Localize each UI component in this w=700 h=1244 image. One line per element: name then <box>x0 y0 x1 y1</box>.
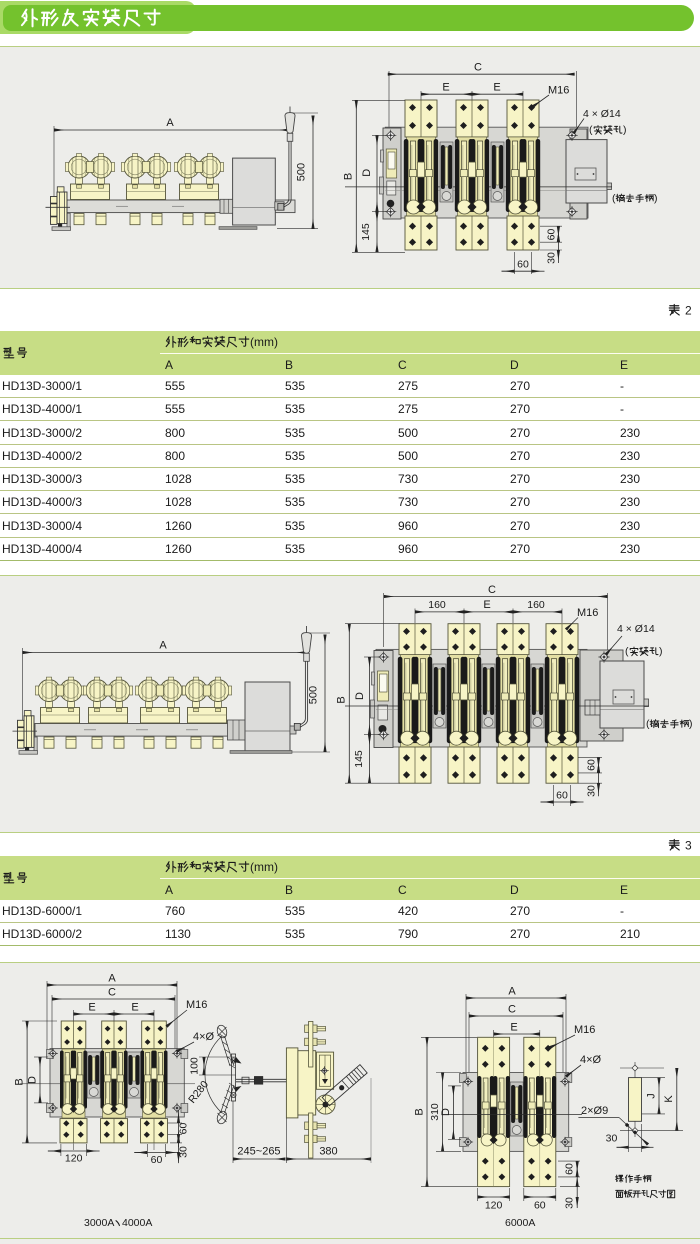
svg-text:(mm): (mm) <box>250 335 278 349</box>
svg-text:30: 30 <box>546 252 558 264</box>
svg-text:60: 60 <box>586 759 598 771</box>
svg-text:(: ( <box>589 124 593 136</box>
svg-text:30: 30 <box>178 1146 190 1158</box>
svg-text:C: C <box>508 1004 516 1016</box>
svg-text:D: D <box>361 169 373 177</box>
svg-text:(: ( <box>612 193 616 205</box>
svg-text:M16: M16 <box>577 607 598 619</box>
svg-text:145: 145 <box>353 750 365 768</box>
svg-text:A: A <box>108 973 116 985</box>
svg-text:E: E <box>510 1022 517 1034</box>
svg-text:(: ( <box>646 718 650 730</box>
svg-text:J: J <box>646 1093 658 1099</box>
svg-text:4×Ø: 4×Ø <box>580 1054 602 1066</box>
svg-text:120: 120 <box>65 1153 83 1165</box>
svg-text:C: C <box>474 62 482 74</box>
svg-text:145: 145 <box>360 223 372 241</box>
svg-text:60: 60 <box>517 259 529 271</box>
svg-text:M16: M16 <box>548 85 569 97</box>
svg-text:B: B <box>336 696 348 703</box>
svg-text:): ) <box>659 646 663 658</box>
svg-text:245~265: 245~265 <box>237 1146 280 1158</box>
svg-text:D: D <box>440 1108 452 1116</box>
svg-text:C: C <box>488 584 496 596</box>
svg-text:E: E <box>442 82 449 94</box>
svg-text:2×Ø9: 2×Ø9 <box>581 1105 608 1117</box>
svg-text:60: 60 <box>178 1123 190 1135</box>
svg-text:3: 3 <box>685 839 692 853</box>
svg-text:4 × Ø14: 4 × Ø14 <box>617 623 655 635</box>
svg-text:500: 500 <box>296 163 308 181</box>
svg-text:A: A <box>166 117 174 129</box>
svg-text:B: B <box>343 173 355 180</box>
svg-text:3000A: 3000A <box>84 1217 114 1229</box>
svg-text:M16: M16 <box>186 999 207 1011</box>
svg-text:310: 310 <box>429 1103 441 1121</box>
svg-text:(mm): (mm) <box>250 860 278 874</box>
svg-text:160: 160 <box>428 599 446 611</box>
svg-text:): ) <box>654 193 658 205</box>
svg-text:D: D <box>26 1076 38 1084</box>
svg-text:60: 60 <box>546 229 558 241</box>
svg-text:60: 60 <box>151 1154 163 1166</box>
svg-text:30: 30 <box>564 1197 576 1209</box>
svg-text:500: 500 <box>308 686 320 704</box>
svg-text:R280: R280 <box>186 1078 211 1105</box>
svg-text:A: A <box>508 986 516 998</box>
svg-text:30: 30 <box>606 1133 618 1145</box>
svg-text:60: 60 <box>534 1200 546 1212</box>
svg-text:E: E <box>88 1002 95 1014</box>
svg-text:4×Ø: 4×Ø <box>193 1031 215 1043</box>
svg-text:4000A: 4000A <box>122 1217 152 1229</box>
svg-text:30: 30 <box>586 785 598 797</box>
svg-text:100: 100 <box>189 1057 201 1075</box>
svg-text:160: 160 <box>527 599 545 611</box>
svg-text:E: E <box>131 1002 138 1014</box>
svg-text:A: A <box>159 640 167 652</box>
svg-text:60: 60 <box>564 1163 576 1175</box>
svg-text:K: K <box>663 1095 675 1103</box>
svg-text:B: B <box>13 1078 25 1085</box>
svg-text:380: 380 <box>319 1146 337 1158</box>
svg-text:): ) <box>689 718 693 730</box>
svg-text:6000A: 6000A <box>505 1217 535 1229</box>
svg-text:M16: M16 <box>574 1024 595 1036</box>
svg-text:E: E <box>493 82 500 94</box>
svg-text:120: 120 <box>485 1200 503 1212</box>
svg-text:2: 2 <box>685 304 692 318</box>
svg-text:B: B <box>413 1108 425 1115</box>
svg-text:E: E <box>483 599 490 611</box>
svg-text:60: 60 <box>556 790 568 802</box>
svg-text:D: D <box>354 692 366 700</box>
svg-text:(: ( <box>625 646 629 658</box>
svg-text:): ) <box>623 124 627 136</box>
svg-text:C: C <box>108 987 116 999</box>
svg-text:4 × Ø14: 4 × Ø14 <box>583 108 621 120</box>
